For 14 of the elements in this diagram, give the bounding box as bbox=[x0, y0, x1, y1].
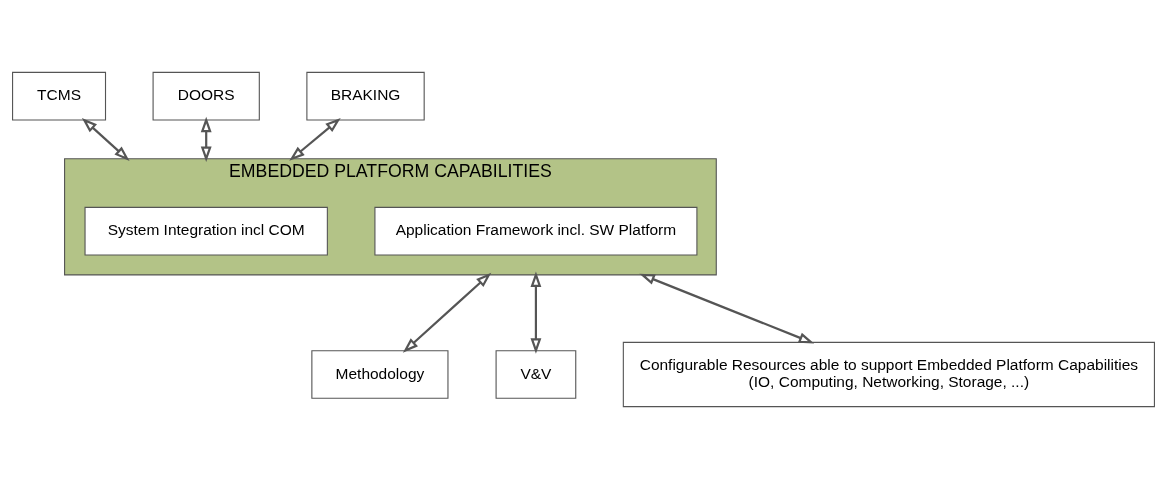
node-box: DOORS bbox=[152, 71, 260, 121]
arrow bbox=[81, 117, 130, 161]
arrow bbox=[402, 272, 492, 353]
node-box: V&V bbox=[495, 350, 577, 399]
node-box: BRAKING bbox=[306, 71, 425, 121]
arrow bbox=[289, 118, 341, 161]
node-box: Configurable Resources able to support Embedded Platform Capabilities (IO, Computing, Networking, Storage, ...) bbox=[622, 341, 1155, 408]
node-box: Application Framework incl. SW Platform bbox=[374, 206, 698, 256]
arrow bbox=[530, 271, 542, 354]
arrow bbox=[200, 116, 212, 163]
node-box: System Integration incl COM bbox=[84, 206, 328, 256]
node-box: TCMS bbox=[12, 71, 107, 121]
arrow bbox=[639, 273, 815, 344]
node-box: Methodology bbox=[311, 350, 449, 399]
